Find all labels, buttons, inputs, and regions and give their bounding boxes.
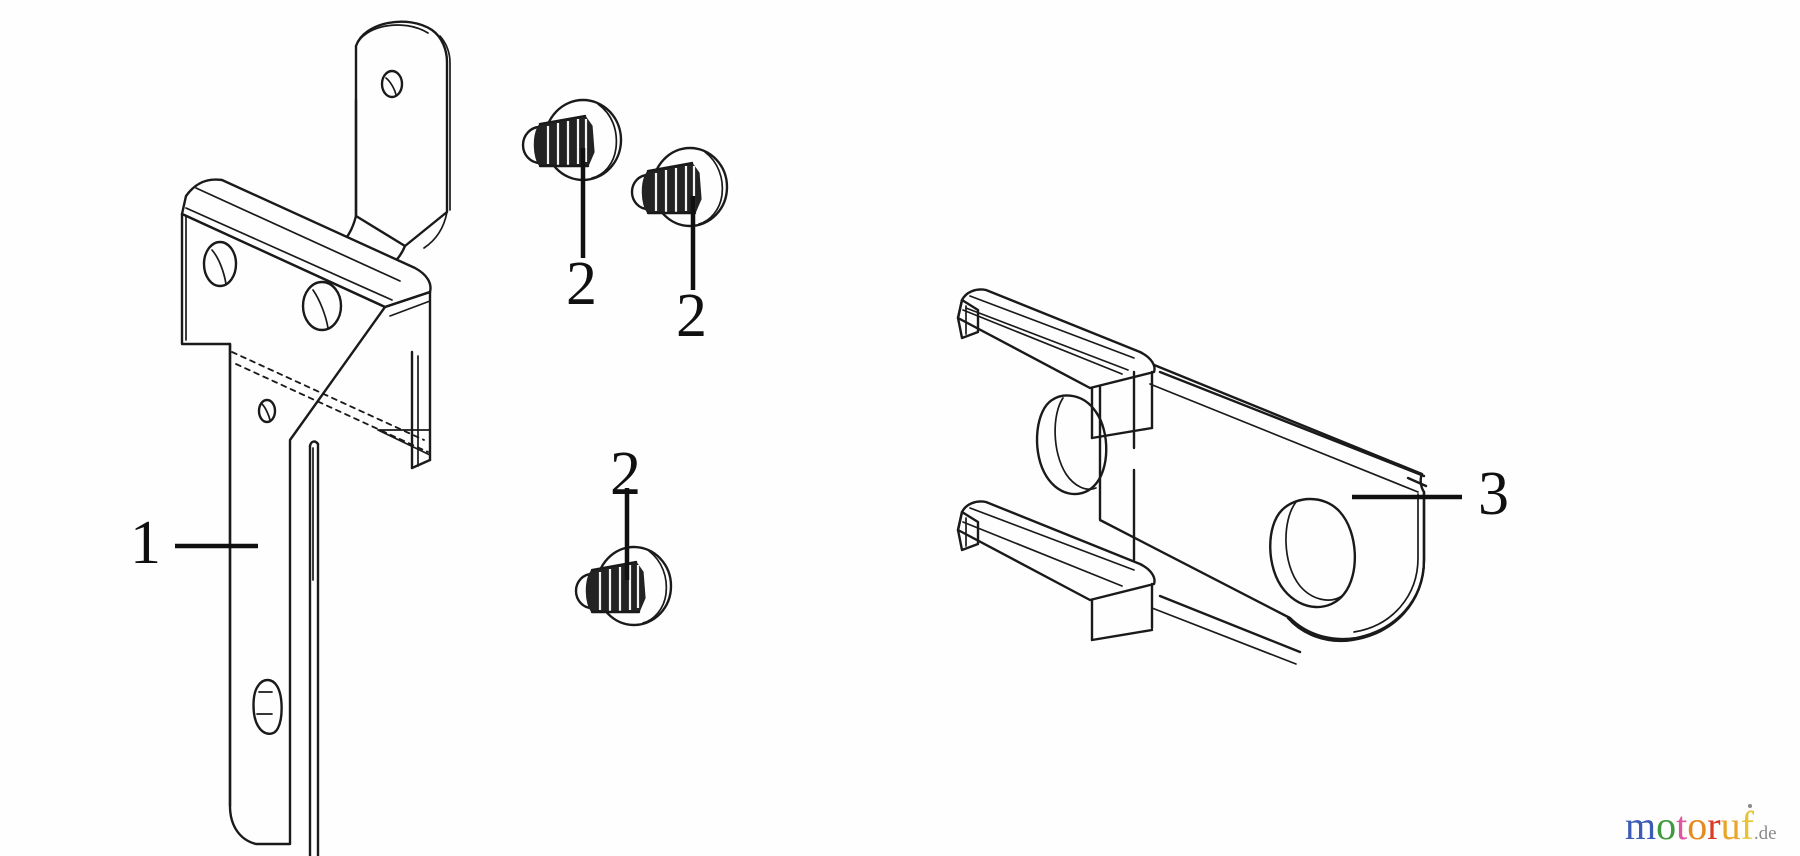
watermark-suffix: .de [1753,823,1777,844]
watermark-dot [1747,804,1752,808]
callout-label-1: 1 [130,509,161,577]
watermark-letter-o1: o [1656,803,1677,848]
watermark-letter-f: f [1740,803,1754,848]
part-3-link-arm [956,288,1428,665]
leader-lines [175,148,1462,580]
part-2-flange-bolt-b [630,146,729,228]
watermark-letter-u: u [1720,803,1741,848]
watermark-letter-o2: o [1687,803,1708,848]
part-1-mounting-bracket [180,20,451,856]
part-2-flange-bolt-c [574,545,673,627]
callout-label-2b: 2 [676,282,707,350]
motoruf-watermark: motoruf.de [1625,803,1777,848]
callout-label-2a: 2 [566,250,597,318]
watermark-letter-r: r [1707,803,1721,848]
callout-label-3: 3 [1478,460,1509,528]
part-2-flange-bolt-a [521,98,623,182]
callout-label-2c: 2 [610,440,641,508]
watermark-letter-m: m [1625,803,1657,848]
watermark-letter-t: t [1676,803,1688,848]
